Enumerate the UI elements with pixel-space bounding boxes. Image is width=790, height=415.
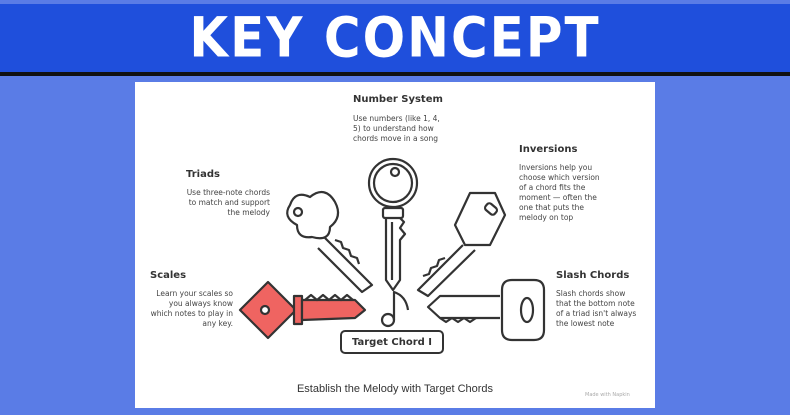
- diagram-caption: Establish the Melody with Target Chords: [296, 383, 494, 395]
- concept-desc-triads: Use three-note chords to match and suppo…: [186, 188, 270, 217]
- key-triads-icon: [286, 190, 374, 294]
- concept-desc-slash-chords: Slash chords show that the bottom note o…: [556, 289, 637, 328]
- concept-desc-number-system: Use numbers (like 1, 4, 5) to understand…: [353, 114, 440, 143]
- concept-title-slash-chords: Slash Chords: [556, 270, 630, 281]
- banner: KEY CONCEPT: [0, 4, 790, 76]
- concept-desc-inversions: Inversions help you choose which version…: [519, 163, 600, 222]
- concept-title-scales: Scales: [150, 270, 187, 281]
- key-inversions-icon: [416, 191, 507, 298]
- key-scales-icon: [238, 280, 367, 340]
- concept-desc-scales: Learn your scales so you always know whi…: [150, 289, 233, 328]
- music-note-icon: [380, 290, 410, 328]
- key-number-system-icon: [367, 157, 419, 292]
- concept-title-inversions: Inversions: [519, 144, 578, 155]
- concept-title-triads: Triads: [186, 169, 220, 180]
- target-chord-box: Target Chord I: [340, 330, 444, 354]
- watermark: Made with Napkin: [585, 392, 630, 398]
- concept-title-number-system: Number System: [353, 94, 443, 105]
- banner-title: KEY CONCEPT: [189, 6, 601, 70]
- key-slash-chords-icon: [426, 278, 546, 342]
